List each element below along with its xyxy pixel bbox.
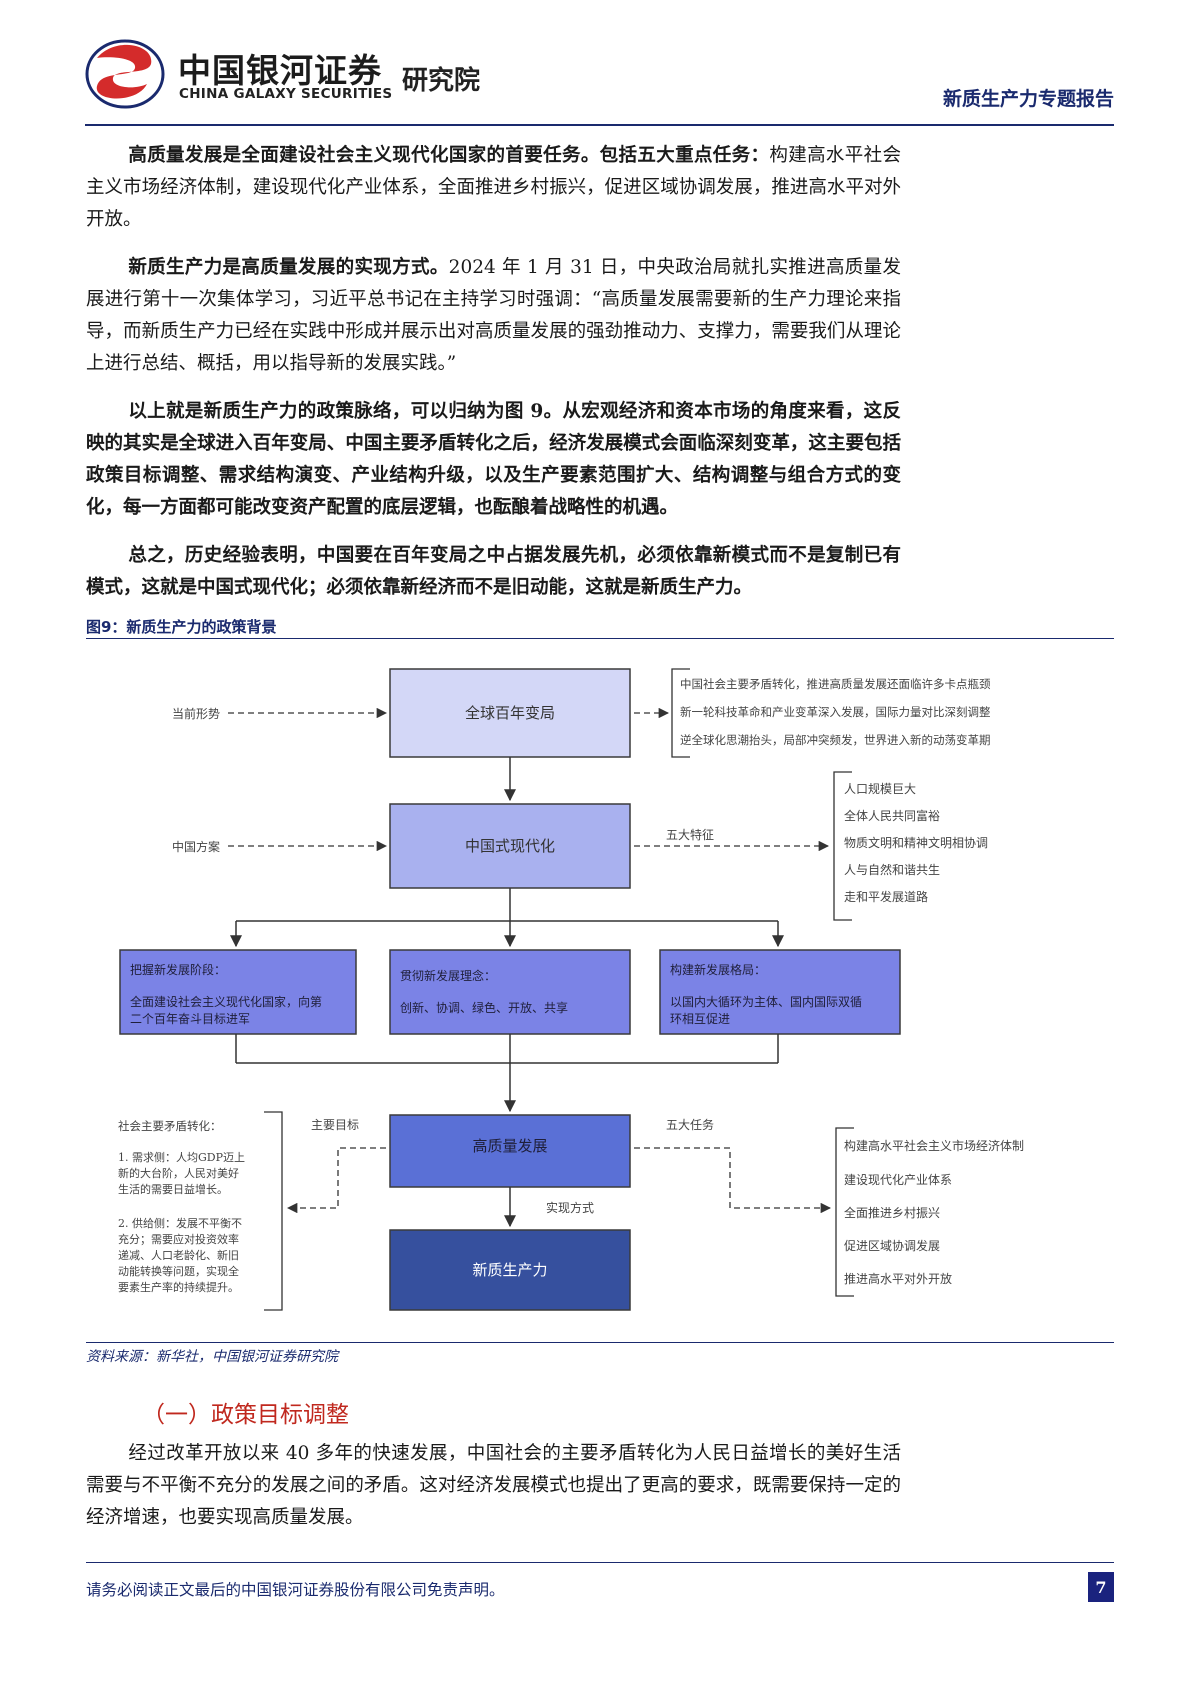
paragraph-4: 总之，历史经验表明，中国要在百年变局之中占据发展先机，必须依靠新模式而不是复制已…: [86, 540, 901, 604]
paragraph-2: 新质生产力是高质量发展的实现方式。2024 年 1 月 31 日，中央政治局就扎…: [86, 252, 901, 380]
box-modernization: [389, 803, 631, 889]
footer-divider: [86, 1562, 1114, 1563]
box-new-concept: [389, 949, 631, 1035]
box-new-pattern-title: 构建新发展格局：: [670, 962, 766, 977]
feature-item-4: 人与自然和谐共生: [844, 862, 940, 877]
feature-item-1: 人口规模巨大: [844, 781, 916, 796]
paragraph-2-lead: 新质生产力是高质量发展的实现方式。: [128, 257, 449, 278]
contradiction-supply-1: 2. 供给侧：发展不平衡不: [118, 1216, 242, 1230]
box-global-change: [389, 668, 631, 758]
label-five-tasks: 五大任务: [666, 1117, 714, 1132]
contradiction-supply-2: 充分；需要应对投资效率: [118, 1232, 239, 1246]
task-item-5: 推进高水平对外开放: [844, 1271, 952, 1286]
box-modernization-label: 中国式现代化: [465, 837, 555, 855]
box-new-concept-title: 贯彻新发展理念：: [400, 968, 496, 983]
brand-institute: 研究院: [402, 66, 481, 96]
task-item-1: 构建高水平社会主义市场经济体制: [844, 1138, 1024, 1153]
footer-disclaimer: 请务必阅读正文最后的中国银河证券股份有限公司免责声明。: [86, 1581, 505, 1599]
bracket-situation: [671, 668, 690, 758]
feature-item-3: 物质文明和精神文明相协调: [844, 835, 988, 850]
situation-item-1: 中国社会主要矛盾转化，推进高质量发展还面临许多卡点瓶颈: [680, 677, 991, 691]
galaxy-logo-icon: [85, 39, 165, 109]
contradiction-supply-4: 动能转换等问题，实现全: [118, 1264, 239, 1278]
figure-bottom-rule: [86, 1342, 1114, 1343]
box-new-pattern-line-1: 以国内大循环为主体、国内国际双循: [670, 995, 862, 1009]
arrow-main-goal: [286, 1147, 386, 1214]
box-new-productivity-label: 新质生产力: [472, 1261, 547, 1279]
label-method: 实现方式: [546, 1200, 594, 1215]
contradiction-demand-2: 新的大台阶，人民对美好: [118, 1166, 239, 1180]
box-new-pattern: [659, 949, 901, 1035]
figure-top-rule: [86, 638, 1114, 639]
contradiction-supply-5: 要素生产率的持续提升。: [118, 1280, 239, 1294]
box-new-pattern-line-2: 环相互促进: [670, 1012, 730, 1026]
label-five-features: 五大特征: [666, 827, 714, 842]
report-type: 新质生产力专题报告: [942, 88, 1114, 110]
task-item-4: 促进区域协调发展: [844, 1238, 940, 1253]
box-new-stage: [119, 949, 357, 1035]
paragraph-2-body: 2024 年 1 月 31 日，中央政治局就扎实推进高质量发展进行第十一次集体学…: [86, 257, 901, 374]
bracket-contradiction: [264, 1111, 283, 1311]
paragraph-5-body: 经过改革开放以来 40 多年的快速发展，中国社会的主要矛盾转化为人民日益增长的美…: [86, 1443, 901, 1528]
box-high-quality: [389, 1114, 631, 1188]
box-new-stage-title: 把握新发展阶段：: [130, 962, 226, 977]
label-main-goal: 主要目标: [311, 1118, 359, 1132]
feature-item-2: 全体人民共同富裕: [844, 808, 940, 823]
box-new-stage-line-1: 全面建设社会主义现代化国家，向第: [130, 994, 322, 1009]
bracket-features: [833, 771, 852, 921]
feature-item-5: 走和平发展道路: [844, 889, 928, 904]
brand-name-cn: 中国银河证券: [178, 51, 382, 90]
box-high-quality-label: 高质量发展: [472, 1137, 547, 1155]
box-global-change-label: 全球百年变局: [465, 704, 555, 722]
figure-title: 图9：新质生产力的政策背景: [86, 618, 277, 636]
paragraph-1-body: 构建高水平社会主义市场经济体制，建设现代化产业体系，全面推进乡村振兴，促进区域协…: [86, 145, 901, 230]
label-current-situation: 当前形势: [172, 706, 220, 721]
paragraph-4-body: 总之，历史经验表明，中国要在百年变局之中占据发展先机，必须依靠新模式而不是复制已…: [86, 545, 901, 598]
paragraph-3: 以上就是新质生产力的政策脉络，可以归纳为图 9。从宏观经济和资本市场的角度来看，…: [86, 396, 901, 524]
paragraph-1: 高质量发展是全面建设社会主义现代化国家的首要任务。包括五大重点任务：构建高水平社…: [86, 140, 901, 236]
arrow-five-tasks: [634, 1147, 832, 1214]
contradiction-demand-1: 1. 需求侧：人均GDP迈上: [118, 1151, 245, 1164]
figure-source: 资料来源：新华社，中国银河证券研究院: [86, 1349, 338, 1365]
page-number: 7: [1088, 1572, 1114, 1602]
situation-item-2: 新一轮科技革命和产业变革深入发展，国际力量对比深刻调整: [680, 705, 991, 719]
bracket-tasks: [835, 1127, 854, 1297]
paragraph-5: 经过改革开放以来 40 多年的快速发展，中国社会的主要矛盾转化为人民日益增长的美…: [86, 1438, 901, 1534]
header-divider: [85, 124, 1114, 126]
section-heading: （一）政策目标调整: [142, 1402, 349, 1428]
task-item-3: 全面推进乡村振兴: [844, 1205, 940, 1220]
box-new-stage-line-2: 二个百年奋斗目标进军: [130, 1012, 250, 1026]
label-china-plan: 中国方案: [172, 839, 220, 854]
box-new-productivity: [389, 1229, 631, 1311]
contradiction-title: 社会主要矛盾转化：: [118, 1119, 222, 1133]
paragraph-3-body: 以上就是新质生产力的政策脉络，可以归纳为图 9。从宏观经济和资本市场的角度来看，…: [86, 401, 901, 518]
policy-diagram: 全球百年变局 当前形势 中国社会主要矛盾转化，推进高质量发展还面临许多卡点瓶颈 …: [118, 668, 1024, 1311]
paragraph-1-lead: 高质量发展是全面建设社会主义现代化国家的首要任务。包括五大重点任务：: [128, 145, 770, 166]
task-item-2: 建设现代化产业体系: [844, 1173, 952, 1187]
contradiction-supply-3: 递减、人口老龄化、新旧: [118, 1248, 239, 1262]
box-new-concept-line-1: 创新、协调、绿色、开放、共享: [400, 1000, 568, 1015]
brand-name-en: CHINA GALAXY SECURITIES: [179, 86, 393, 102]
situation-item-3: 逆全球化思潮抬头，局部冲突频发，世界进入新的动荡变革期: [680, 733, 991, 747]
contradiction-demand-3: 生活的需要日益增长。: [118, 1182, 228, 1196]
